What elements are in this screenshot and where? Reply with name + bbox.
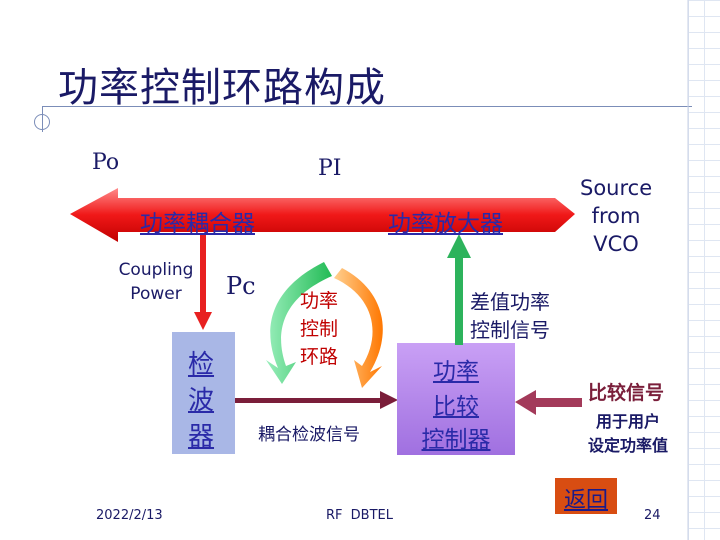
slide-page-number: 24 [644, 508, 661, 523]
coupling-power-line-2: Power [130, 284, 182, 304]
pi-label: PI [318, 156, 342, 181]
diff-signal-line-1: 差值功率 [470, 290, 550, 314]
coupling-power-line-1: Coupling [118, 260, 194, 280]
comparator-line-1: 功率 [433, 359, 479, 385]
compare-signal-label: 比较信号 [588, 382, 665, 404]
detector-box [172, 332, 235, 454]
coupled-detect-signal-label: 耦合检波信号 [258, 425, 360, 445]
title-underline [42, 106, 692, 107]
source-line-2: from [591, 204, 641, 228]
detector-char-3: 器 [188, 422, 215, 452]
source-line-1: Source [580, 176, 653, 200]
detector-char-2: 波 [188, 386, 215, 416]
diff-signal-arrow [447, 234, 471, 345]
loop-label-2: 控制 [300, 318, 339, 340]
slide-title: 功率控制环路构成 [58, 65, 386, 111]
slide-date: 2022/2/13 [96, 508, 163, 523]
po-label: Po [92, 150, 120, 175]
back-button[interactable]: 返回 [563, 488, 608, 513]
user-set-line-1: 用于用户 [596, 412, 661, 431]
user-set-line-2: 设定功率值 [588, 436, 669, 455]
coupling-power-arrow [194, 234, 212, 330]
user-setting-arrow [515, 390, 582, 415]
source-line-3: VCO [593, 232, 639, 256]
back-button-bg [555, 478, 617, 514]
loop-orange-arrow [334, 268, 383, 388]
comparator-line-2: 比较 [433, 394, 479, 420]
comparator-line-3: 控制器 [421, 427, 491, 453]
title-circle-decoration [34, 114, 50, 130]
pc-label: Pc [226, 272, 256, 300]
comparator-box [397, 343, 515, 455]
detector-char-1: 检 [188, 350, 215, 380]
amplifier-label: 功率放大器 [388, 211, 503, 237]
main-signal-arrow [70, 188, 575, 242]
diff-signal-line-2: 控制信号 [470, 318, 550, 342]
loop-green-arrow [266, 262, 332, 384]
coupler-label: 功率耦合器 [140, 211, 255, 237]
slide-footer: RF DBTEL [326, 508, 393, 523]
loop-label-1: 功率 [300, 290, 339, 312]
detect-to-comparator-arrow [235, 391, 398, 409]
loop-label-3: 环路 [300, 346, 339, 368]
